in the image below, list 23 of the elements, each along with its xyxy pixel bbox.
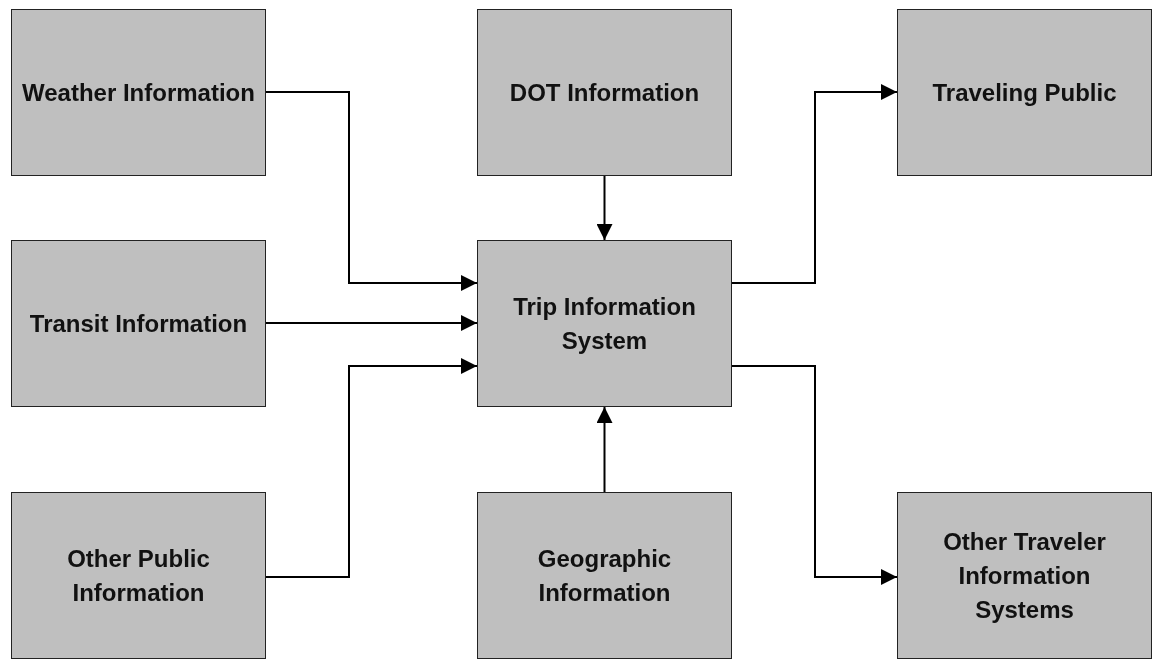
process-box: [477, 9, 732, 176]
arrow: [265, 358, 478, 578]
arrow: [731, 84, 898, 284]
process-box: [477, 240, 732, 407]
box-label: Weather Information: [21, 77, 256, 108]
process-box: [477, 492, 732, 659]
box-label: Geographic Information: [536, 543, 673, 608]
arrow: [265, 315, 478, 331]
process-box: [897, 492, 1152, 659]
box-label: DOT Information: [508, 77, 701, 108]
box-label: Transit Information: [28, 308, 249, 339]
box-label: Other Traveler Information Systems: [942, 526, 1107, 625]
box-label: Trip Information System: [512, 291, 697, 356]
process-box: [11, 9, 266, 176]
box-label: Other Public Information: [66, 543, 211, 608]
arrow: [596, 175, 613, 241]
process-box: [897, 9, 1152, 176]
box-label: Traveling Public: [931, 77, 1118, 108]
arrow: [265, 91, 478, 291]
process-box: [11, 240, 266, 407]
process-box: [11, 492, 266, 659]
arrow: [596, 406, 613, 493]
arrow: [731, 365, 898, 585]
